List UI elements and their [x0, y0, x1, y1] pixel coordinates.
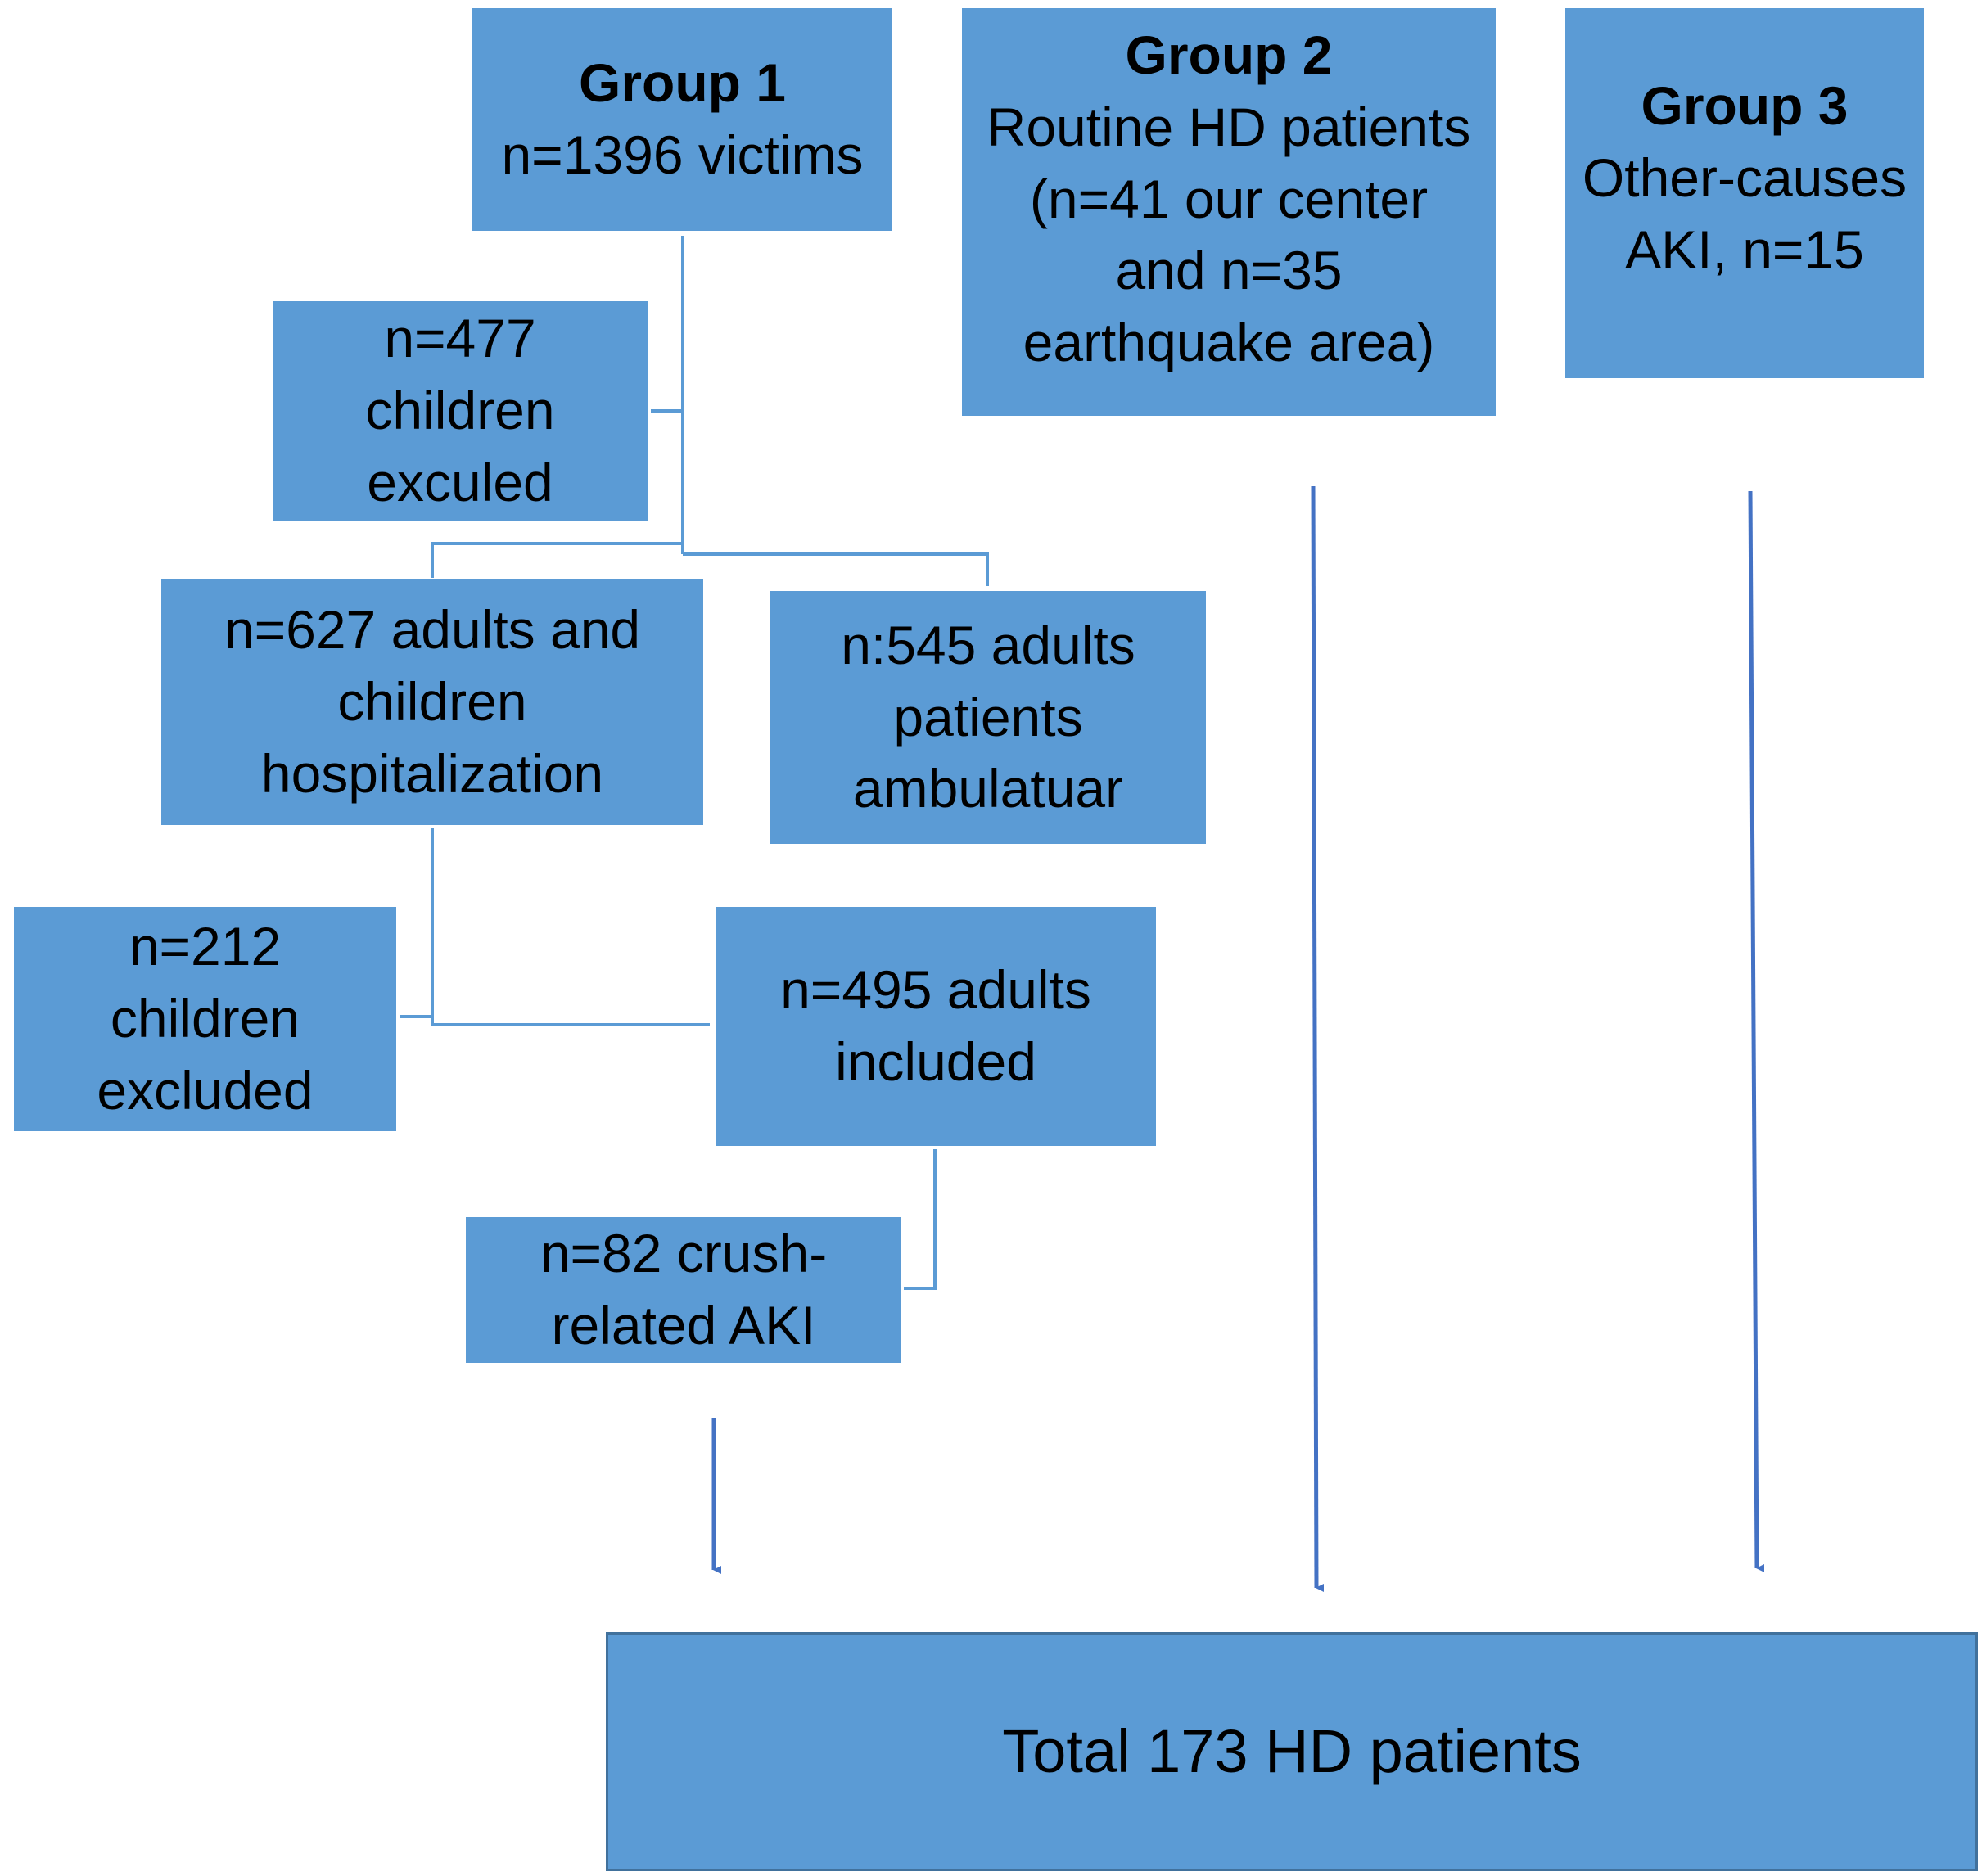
- group2-line-4: earthquake area): [1023, 312, 1435, 373]
- ambulatory-box: n:545 adults patients ambulatuar: [770, 591, 1206, 844]
- connector-to-ambulatory: [683, 552, 989, 586]
- ambulatory-line-3: ambulatuar: [852, 758, 1124, 819]
- children-excluded-box-2: n=212 children excluded: [14, 907, 396, 1131]
- hospitalization-line-3: hospitalization: [260, 742, 604, 804]
- connector-to-hospitalization: [431, 542, 683, 578]
- arrow-group2-to-total: [1311, 485, 1325, 1592]
- children-excluded-2-line-1: n=212: [129, 916, 282, 977]
- group3-line-2: AKI, n=15: [1625, 219, 1864, 280]
- adults-included-line-1: n=495 adults: [780, 959, 1091, 1021]
- group1-title: Group 1: [578, 52, 786, 114]
- arrow-group3-to-total: [1748, 490, 1765, 1572]
- group3-box: Group 3 Other-causes AKI, n=15: [1565, 8, 1924, 378]
- group2-line-2: (n=41 our center: [1029, 168, 1429, 229]
- crush-aki-line-2: related AKI: [551, 1295, 816, 1355]
- group2-box: Group 2 Routine HD patients (n=41 our ce…: [962, 8, 1496, 416]
- group2-line-1: Routine HD patients: [986, 96, 1471, 157]
- adults-included-line-2: included: [835, 1031, 1036, 1092]
- group2-line-3: and n=35: [1115, 240, 1343, 301]
- total-label: Total 173 HD patients: [1002, 1716, 1582, 1785]
- children-excluded-2-line-3: excluded: [97, 1059, 314, 1121]
- group3-line-1: Other-causes: [1582, 147, 1908, 208]
- children-excluded-2-line-2: children: [110, 988, 300, 1049]
- group3-title: Group 3: [1641, 75, 1849, 136]
- group1-count: n=1396 victims: [501, 124, 864, 185]
- children-excluded-1-line-1: n=477: [384, 308, 536, 369]
- children-excluded-1-line-3: exculed: [367, 451, 553, 512]
- connector-hospitalization-down: [431, 828, 710, 1026]
- group1-box: Group 1 n=1396 victims: [472, 8, 892, 231]
- total-box: Total 173 HD patients: [606, 1632, 1978, 1871]
- crush-aki-line-1: n=82 crush-: [540, 1223, 828, 1284]
- connector-to-crush-aki: [904, 1149, 937, 1290]
- adults-included-box: n=495 adults included: [716, 907, 1156, 1146]
- ambulatory-line-2: patients: [893, 686, 1083, 747]
- group2-title: Group 2: [1125, 25, 1333, 85]
- crush-aki-box: n=82 crush- related AKI: [466, 1217, 901, 1363]
- hospitalization-line-1: n=627 adults and: [223, 599, 641, 661]
- children-excluded-box-1: n=477 children exculed: [273, 301, 648, 521]
- ambulatory-line-1: n:545 adults: [841, 614, 1135, 675]
- hospitalization-line-2: children: [337, 671, 527, 733]
- hospitalization-box: n=627 adults and children hospitalizatio…: [161, 579, 703, 825]
- children-excluded-1-line-2: children: [365, 380, 555, 441]
